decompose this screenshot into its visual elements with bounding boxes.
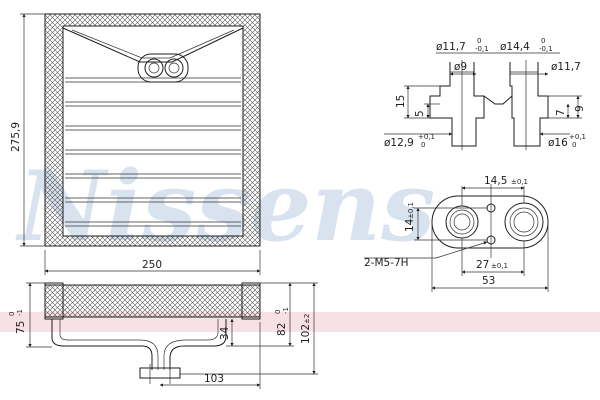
fitting-inner-small-label: ø9 xyxy=(454,61,467,73)
svg-text:-0,1: -0,1 xyxy=(475,45,489,53)
fitting-height-9: 9 xyxy=(574,105,586,112)
bottom-left-tank xyxy=(44,282,64,320)
front-port-right-inner xyxy=(168,62,180,74)
svg-text:0: 0 xyxy=(477,37,481,45)
bottom-fitting xyxy=(139,367,181,379)
flange-center-distance-label: 27 xyxy=(476,259,489,271)
bottom-pipe-lower xyxy=(169,319,227,370)
front-height-label: 275,9 xyxy=(10,122,22,152)
svg-text:±0,1: ±0,1 xyxy=(511,178,528,186)
flange-view: 14,5 ±0,1 14 ±0,1 2-M5-7H 27 ±0,1 53 xyxy=(364,175,549,292)
flange-thread-label: 2-M5-7H xyxy=(364,257,409,269)
svg-text:-0,1: -0,1 xyxy=(539,45,553,53)
fitting-large-bore-label: ø14,4 xyxy=(500,41,530,53)
svg-text:-1: -1 xyxy=(282,307,290,314)
flange-width-label: 53 xyxy=(482,275,495,287)
bottom-core-hatch xyxy=(44,284,261,318)
fitting-inner-large-label: ø11,7 xyxy=(551,61,581,73)
bottom-pipe-lower-inner xyxy=(163,319,219,370)
front-core-outline xyxy=(62,25,244,237)
front-view: 275,9 250 xyxy=(10,13,261,275)
fitting-web xyxy=(483,95,513,105)
bottom-core-depth-label: 82 xyxy=(276,323,288,336)
svg-text:0: 0 xyxy=(541,37,545,45)
bottom-pipe-reach-label: 103 xyxy=(204,373,224,385)
svg-text:±0,1: ±0,1 xyxy=(407,202,415,219)
svg-text:0: 0 xyxy=(421,141,425,149)
front-fins xyxy=(65,77,241,227)
fitting-outer-large-label: ø16 xyxy=(548,137,568,149)
bottom-depth-label: 75 xyxy=(15,321,27,334)
front-port-left xyxy=(144,58,164,78)
bottom-right-tank xyxy=(241,282,261,320)
fitting-outer-small-label: ø12,9 xyxy=(384,137,414,149)
front-fitting-block xyxy=(137,53,189,83)
front-top-tank-inner xyxy=(71,29,235,59)
fitting-height-15: 15 xyxy=(395,95,407,108)
front-port-left-inner xyxy=(148,62,160,74)
flange-port-right xyxy=(504,202,544,242)
svg-text:0: 0 xyxy=(274,310,282,314)
fitting-small-bore-label: ø11,7 xyxy=(436,41,466,53)
svg-text:0: 0 xyxy=(572,141,576,149)
svg-text:0: 0 xyxy=(8,312,16,316)
bottom-pipe-upper-inner xyxy=(59,319,159,370)
fitting-height-5: 5 xyxy=(414,110,426,117)
front-top-tank xyxy=(62,27,244,63)
flange-vertical-label: 14 xyxy=(404,218,416,232)
svg-text:+0,1: +0,1 xyxy=(418,133,435,141)
bottom-pipe-upper xyxy=(51,319,153,370)
front-port-right xyxy=(164,58,184,78)
fitting-right-pipe xyxy=(509,62,549,147)
front-width-label: 250 xyxy=(142,259,162,271)
bottom-total-depth-label: 102 xyxy=(300,324,312,344)
fitting-left-pipe xyxy=(429,62,485,147)
fitting-height-7: 7 xyxy=(555,109,567,116)
flange-hole-spacing-label: 14,5 xyxy=(484,175,507,187)
fitting-section-view: ø11,7 0 -0,1 ø14,4 0 -0,1 ø9 ø11,7 15 5 … xyxy=(384,37,586,150)
svg-text:±2: ±2 xyxy=(303,314,311,324)
bottom-view: 75 0 -1 34 82 0 -1 102 ±2 103 xyxy=(8,282,318,389)
bottom-pipe-offset-label: 34 xyxy=(219,326,231,340)
flange-port-left xyxy=(445,205,479,239)
svg-text:+0,1: +0,1 xyxy=(569,133,586,141)
svg-text:-1: -1 xyxy=(16,309,24,316)
svg-text:±0,1: ±0,1 xyxy=(491,262,508,270)
